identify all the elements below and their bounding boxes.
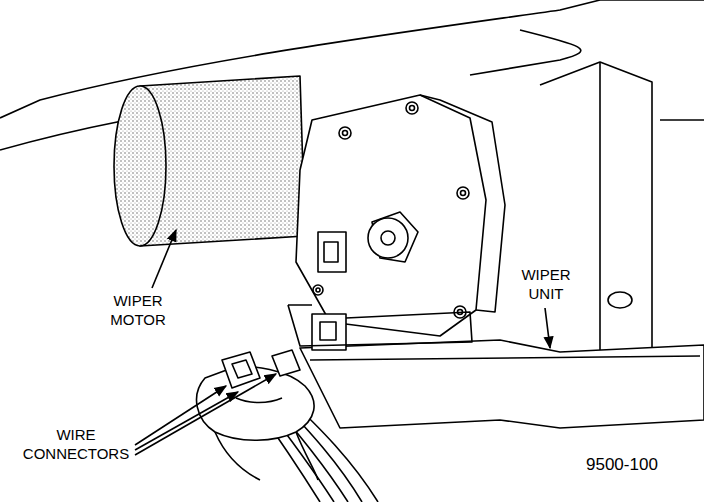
part-label: WIPER MOTOR — [98, 290, 178, 330]
figure-number: 9500-100 — [584, 454, 698, 475]
part-label: WIRE CONNECTORS — [20, 424, 132, 464]
part-label: WIPER UNIT — [508, 264, 584, 304]
